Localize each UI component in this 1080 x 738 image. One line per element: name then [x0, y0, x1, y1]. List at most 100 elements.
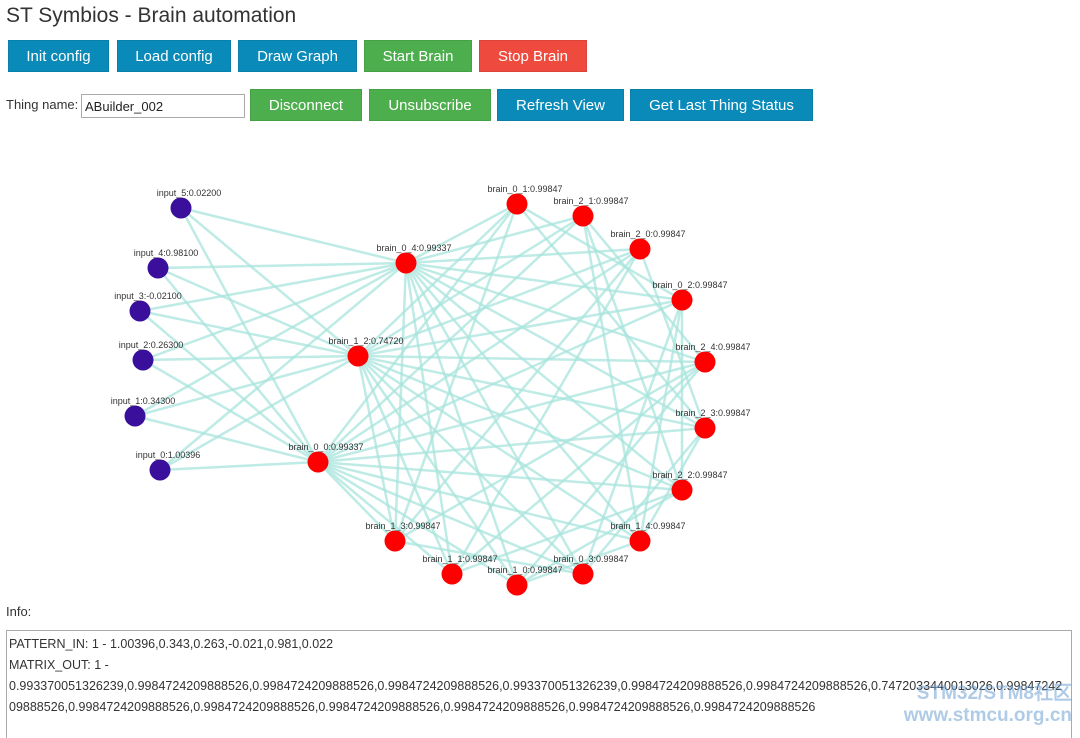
- graph-edge: [516, 203, 706, 429]
- page-title: ST Symbios - Brain automation: [6, 4, 297, 27]
- refresh-view-button[interactable]: Refresh View: [497, 89, 624, 121]
- graph-edge: [139, 310, 319, 463]
- graph-edge: [317, 460, 584, 576]
- graph-edge: [139, 261, 407, 313]
- draw-graph-button[interactable]: Draw Graph: [238, 40, 357, 72]
- matrix-out-text: MATRIX_OUT: 1 -: [9, 658, 109, 672]
- graph-edge: [317, 461, 396, 542]
- input-node-circle[interactable]: [170, 197, 192, 219]
- node-label: brain_2_4:0.99847: [675, 342, 750, 352]
- graph-edge: [357, 203, 518, 357]
- input-node-circle[interactable]: [132, 349, 154, 371]
- node-brain-1-1[interactable]: brain_1_1:0.99847: [422, 554, 498, 585]
- node-brain-0-1[interactable]: brain_0_1:0.99847: [487, 184, 563, 215]
- graph-edge: [451, 488, 683, 576]
- node-brain-0-2[interactable]: brain_0_2:0.99847: [652, 280, 728, 311]
- brain-node-circle[interactable]: [671, 479, 693, 501]
- node-input-3[interactable]: input_3:-0.02100: [114, 291, 182, 322]
- graph-edge: [157, 266, 359, 358]
- node-brain-2-4[interactable]: brain_2_4:0.99847: [675, 342, 751, 373]
- graph-edge: [317, 247, 641, 464]
- input-node-circle[interactable]: [149, 459, 171, 481]
- graph-edge: [357, 354, 641, 543]
- graph-edge: [405, 262, 683, 491]
- node-brain-2-3[interactable]: brain_2_3:0.99847: [675, 408, 751, 439]
- node-input-4[interactable]: input_4:0.98100: [134, 248, 199, 279]
- brain-node-circle[interactable]: [629, 530, 651, 552]
- input-node-circle[interactable]: [147, 257, 169, 279]
- node-label: brain_0_4:0.99337: [376, 243, 451, 253]
- graph-edge: [581, 299, 684, 575]
- unsubscribe-button[interactable]: Unsubscribe: [369, 89, 491, 121]
- init-config-button[interactable]: Init config: [8, 40, 109, 72]
- node-brain-2-1[interactable]: brain_2_1:0.99847: [553, 196, 629, 227]
- graph-edge: [638, 248, 707, 429]
- node-label: input_5:0.02200: [157, 188, 222, 198]
- brain-node-circle[interactable]: [629, 238, 651, 260]
- node-input-5[interactable]: input_5:0.02200: [157, 188, 222, 219]
- graph-edge: [450, 248, 642, 575]
- node-brain-1-2[interactable]: brain_1_2:0.74720: [328, 336, 404, 367]
- graph-edge: [405, 261, 683, 302]
- node-label: input_0:1.00396: [136, 450, 201, 460]
- graph-edge: [142, 354, 359, 362]
- brain-node-circle[interactable]: [694, 417, 716, 439]
- network-graph[interactable]: input_5:0.02200 input_4:0.98100 input_3:-0…: [0, 150, 1080, 600]
- node-brain-1-3[interactable]: brain_1_3:0.99847: [365, 521, 441, 552]
- disconnect-button[interactable]: Disconnect: [250, 89, 362, 121]
- graph-edge: [317, 460, 683, 492]
- graph-edge: [394, 360, 706, 543]
- input-node-circle[interactable]: [129, 300, 151, 322]
- graph-edge: [405, 261, 706, 430]
- brain-node-circle[interactable]: [395, 252, 417, 274]
- graph-edge: [357, 354, 706, 364]
- graph-edge: [638, 299, 684, 542]
- node-label: brain_0_0:0.99337: [288, 442, 363, 452]
- node-label: brain_2_2:0.99847: [652, 470, 727, 480]
- pattern-in-text: PATTERN_IN: 1 - 1.00396,0.343,0.263,-0.0…: [9, 637, 334, 651]
- node-label: brain_1_4:0.99847: [610, 521, 685, 531]
- brain-node-circle[interactable]: [506, 193, 528, 215]
- graph-edge: [317, 203, 518, 463]
- node-brain-2-2[interactable]: brain_2_2:0.99847: [652, 470, 728, 501]
- thing-name-label: Thing name:: [6, 97, 79, 112]
- thing-name-input[interactable]: [81, 94, 245, 118]
- brain-node-circle[interactable]: [572, 563, 594, 585]
- graph-edge: [159, 262, 407, 471]
- graph-edge: [134, 414, 319, 464]
- node-brain-0-4[interactable]: brain_0_4:0.99337: [376, 243, 452, 274]
- stop-brain-button[interactable]: Stop Brain: [479, 40, 587, 72]
- node-label: brain_2_1:0.99847: [553, 196, 628, 206]
- brain-node-circle[interactable]: [671, 289, 693, 311]
- node-label: brain_0_2:0.99847: [652, 280, 727, 290]
- input-node-circle[interactable]: [124, 405, 146, 427]
- graph-edge: [451, 361, 706, 575]
- node-brain-1-0[interactable]: brain_1_0:0.99847: [487, 565, 563, 596]
- graph-edge: [179, 207, 320, 463]
- get-last-status-button[interactable]: Get Last Thing Status: [630, 89, 813, 121]
- node-brain-0-0[interactable]: brain_0_0:0.99337: [288, 442, 364, 473]
- node-input-0[interactable]: input_0:1.00396: [136, 450, 201, 481]
- brain-node-circle[interactable]: [694, 351, 716, 373]
- brain-node-circle[interactable]: [572, 205, 594, 227]
- graph-edge: [357, 354, 706, 430]
- graph-edge: [516, 361, 706, 586]
- node-brain-0-3[interactable]: brain_0_3:0.99847: [553, 554, 629, 585]
- graph-edge: [317, 215, 584, 463]
- graph-edge: [157, 267, 319, 463]
- node-label: brain_1_1:0.99847: [422, 554, 497, 564]
- brain-node-circle[interactable]: [441, 563, 463, 585]
- load-config-button[interactable]: Load config: [117, 40, 231, 72]
- brain-node-circle[interactable]: [307, 451, 329, 473]
- node-brain-1-4[interactable]: brain_1_4:0.99847: [610, 521, 686, 552]
- brain-node-circle[interactable]: [506, 574, 528, 596]
- start-brain-button[interactable]: Start Brain: [364, 40, 472, 72]
- graph-edge: [317, 460, 641, 543]
- graph-edge: [405, 261, 706, 364]
- node-input-1[interactable]: input_1:0.34300: [111, 396, 176, 427]
- brain-node-circle[interactable]: [384, 530, 406, 552]
- node-brain-2-0[interactable]: brain_2_0:0.99847: [610, 229, 686, 260]
- graph-edge: [317, 460, 518, 587]
- node-input-2[interactable]: input_2:0.26300: [119, 340, 184, 371]
- brain-node-circle[interactable]: [347, 345, 369, 367]
